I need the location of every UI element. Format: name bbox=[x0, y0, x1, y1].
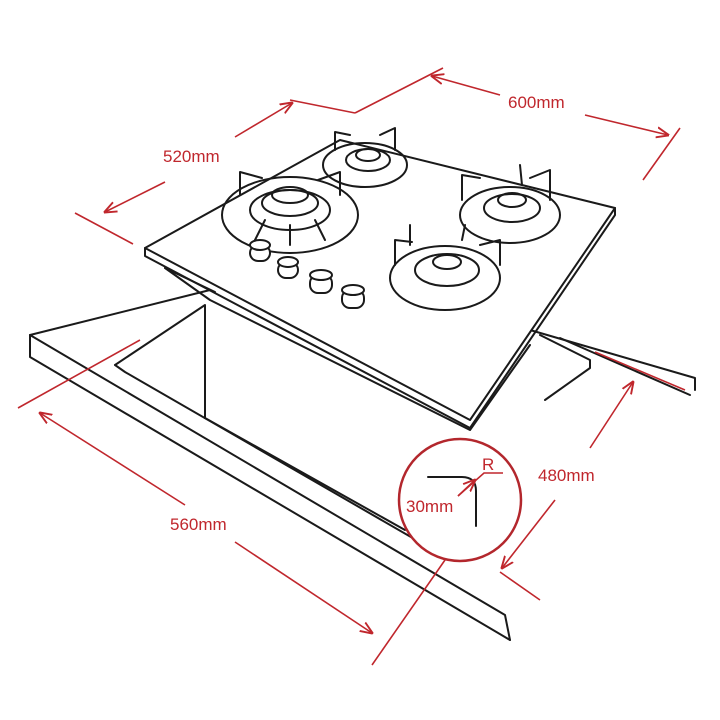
burner-front bbox=[389, 224, 501, 311]
dimension-cutout-width: 560mm bbox=[17, 339, 446, 666]
corner-radius-callout: R 30mm bbox=[397, 437, 523, 563]
knob[interactable] bbox=[309, 269, 333, 294]
cutout-width-label: 560mm bbox=[170, 515, 227, 534]
depth-label: 520mm bbox=[163, 147, 220, 166]
knob[interactable] bbox=[277, 256, 299, 279]
control-knobs bbox=[249, 239, 365, 309]
burner-large bbox=[221, 171, 359, 254]
dimension-cutout-depth: 480mm bbox=[499, 351, 686, 601]
knob[interactable] bbox=[341, 284, 365, 309]
hob bbox=[144, 139, 616, 431]
countertop bbox=[29, 289, 696, 641]
burner-back bbox=[322, 127, 408, 188]
radius-symbol: R bbox=[482, 455, 494, 474]
cutout-depth-label: 480mm bbox=[538, 466, 595, 485]
radius-value: 30mm bbox=[406, 497, 453, 516]
dimension-depth: 520mm bbox=[74, 99, 356, 245]
glass-top bbox=[144, 139, 616, 421]
burner-right bbox=[459, 164, 561, 244]
dimension-width: 600mm bbox=[354, 67, 681, 181]
knob[interactable] bbox=[249, 239, 271, 262]
width-label: 600mm bbox=[508, 93, 565, 112]
